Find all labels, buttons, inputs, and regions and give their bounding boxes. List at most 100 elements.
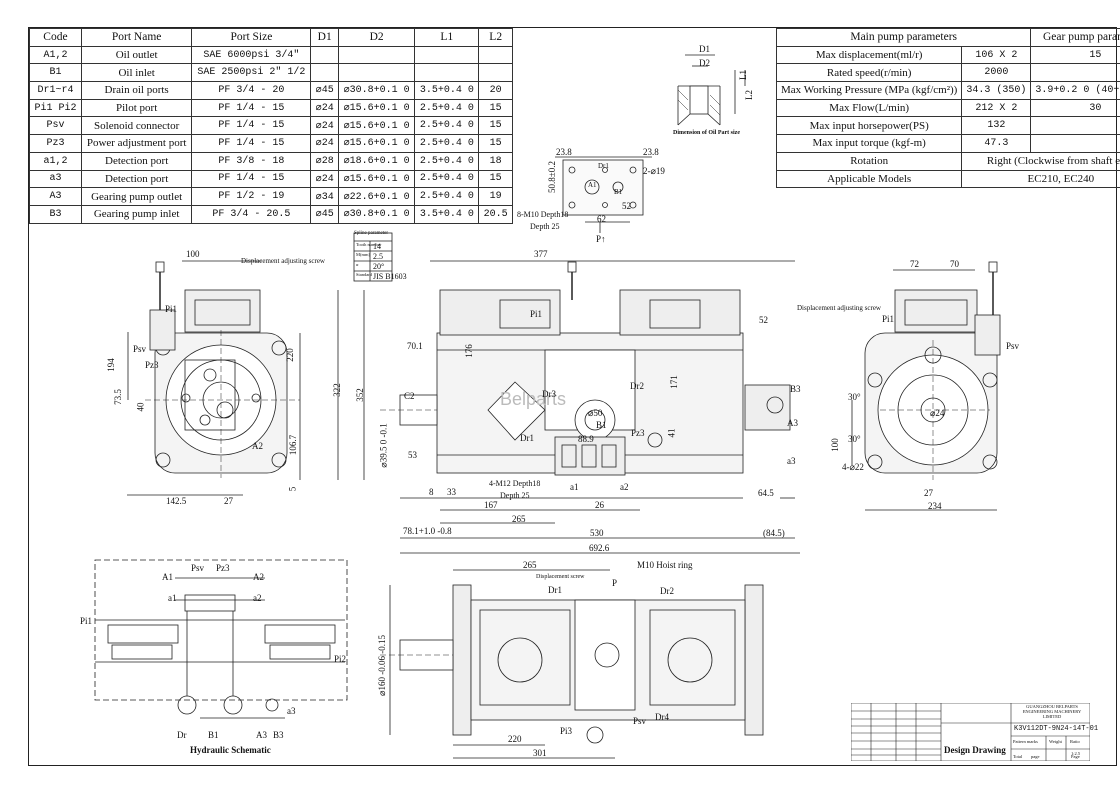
center-dim-26: 26	[595, 500, 604, 510]
ports-cell: Solenoid connector	[80, 116, 193, 136]
ports-cell: 15	[478, 134, 513, 153]
left-end-view	[127, 260, 301, 496]
params-cell: EC210, EC240	[961, 169, 1120, 189]
center-label-dr1: Dr1	[520, 433, 534, 443]
params-cell: Max Working Pressure (MPa (kgf/cm²))	[775, 81, 963, 100]
center-label-a1: a1	[570, 482, 579, 492]
params-cell: Rated speed(r/min)	[775, 63, 963, 83]
sch-psv: Psv	[191, 563, 205, 573]
right-dim-d24: ⌀24	[930, 408, 945, 418]
tb-company: GUANGZHOU BELPARTS ENGINEERING MACHINERY…	[1022, 704, 1082, 719]
sch-a1: A1	[162, 572, 173, 582]
center-dim-377: 377	[534, 249, 548, 259]
center-label-a2: a2	[620, 482, 629, 492]
sch-a1s: a1	[168, 593, 177, 603]
flange-dim-6: 52	[622, 201, 631, 211]
schematic-title: Hydraulic Schematic	[190, 745, 271, 755]
right-dim-4d22: 4-⌀22	[842, 462, 864, 472]
params-row: Max input horsepower(PS)132	[775, 116, 1120, 136]
gear-pump-header: Gear pump parameters	[1030, 28, 1120, 47]
params-cell: Right (Clockwise from shaft end)	[961, 151, 1120, 171]
ports-header-cell: D2	[337, 28, 416, 47]
flange-note-2: Depth 25	[530, 222, 560, 231]
ports-cell: Oil inlet	[80, 63, 193, 83]
params-cell: Max Flow(L/min)	[775, 98, 963, 118]
oil-port-caption: Dimension of Oil Part size	[673, 130, 740, 136]
spline-param-value: 20°	[373, 262, 385, 271]
main-side-view: Belparts	[337, 260, 800, 554]
center-note-2: Depth 25	[500, 491, 530, 500]
ports-cell: Power adjustment port	[80, 134, 193, 153]
center-label-pz3: Pz3	[631, 428, 645, 438]
sch-b1: B1	[208, 730, 219, 740]
center-dim-d39: ⌀39.5 0 -0.1	[378, 423, 389, 468]
sch-pi2: Pi2	[334, 654, 347, 664]
params-table: Main pump parameters Gear pump parameter…	[775, 28, 1120, 189]
bottom-note-2: M10 Hoist ring	[637, 560, 693, 570]
sch-dr: Dr	[177, 730, 187, 740]
center-dim-322: 322	[331, 383, 342, 397]
center-label-dr2: Dr2	[630, 381, 644, 391]
right-dim-30b: 30°	[848, 434, 861, 444]
right-dim-72: 72	[910, 259, 919, 269]
left-dim-194: 194	[105, 358, 116, 372]
sch-pi1: Pi1	[80, 616, 93, 626]
bottom-label-dr4: Dr4	[655, 712, 669, 722]
flange-dim-5: 62	[597, 214, 606, 224]
center-dim-530: 530	[590, 528, 604, 538]
params-cell: Max input torque (kgf-m)	[775, 134, 963, 153]
center-dim-64: 64.5	[758, 488, 774, 498]
spline-param-label: α	[356, 262, 359, 267]
left-label-pi1: Pi1	[165, 304, 178, 314]
tb-page: Page	[1071, 754, 1080, 759]
bottom-dim-220: 220	[508, 734, 522, 744]
ports-cell: 2.5+0.4 0	[414, 169, 480, 189]
center-dim-176: 176	[463, 344, 474, 358]
oil-port-d1: D1	[699, 44, 710, 54]
oil-port-d2: D2	[699, 58, 710, 68]
flange-dim-4: 2-⌀19	[643, 166, 665, 176]
center-dim-88: 88.9	[578, 434, 594, 444]
params-cell: Applicable Models	[775, 169, 963, 189]
center-dim-8: 8	[429, 487, 434, 497]
bottom-dim-301: 301	[533, 748, 547, 758]
bottom-note-1: Displacement screw	[536, 574, 585, 580]
right-dim-100: 100	[829, 438, 840, 452]
ports-cell: PF 3/4 - 20.5	[191, 204, 312, 224]
params-row: Max Working Pressure (MPa (kgf/cm²))34.3…	[775, 81, 1120, 100]
bottom-label-dr1: Dr1	[548, 585, 562, 595]
center-label-b1: B1	[596, 420, 607, 430]
left-label-a2: A2	[252, 441, 263, 451]
bottom-label-pi3: Pi3	[560, 726, 573, 736]
hydraulic-schematic	[94, 559, 348, 719]
watermark: Belparts	[500, 389, 566, 409]
center-dim-52: 52	[759, 315, 768, 325]
right-dim-27: 27	[924, 488, 933, 498]
sch-a2: A2	[253, 572, 264, 582]
tb-ratio: Ratio	[1070, 739, 1080, 744]
center-label-dr3: Dr3	[542, 389, 556, 399]
right-label-pi1: Pi1	[882, 314, 895, 324]
spline-param-label: M(mm)	[356, 252, 370, 257]
center-label-A3: A3	[787, 418, 798, 428]
sch-a2s: a2	[253, 593, 262, 603]
right-dim-234: 234	[928, 501, 942, 511]
center-dim-33: 33	[447, 487, 456, 497]
spline-param-value: JIS B1603	[373, 272, 407, 281]
ports-cell: 20.5	[478, 204, 513, 224]
center-dim-171: 171	[668, 375, 679, 389]
tb-pattern-marks: Pattern marks	[1013, 739, 1038, 744]
left-dim-40: 40	[135, 402, 146, 412]
sch-pz3: Pz3	[216, 563, 230, 573]
left-note: Displacement adjusting screw	[241, 257, 325, 265]
